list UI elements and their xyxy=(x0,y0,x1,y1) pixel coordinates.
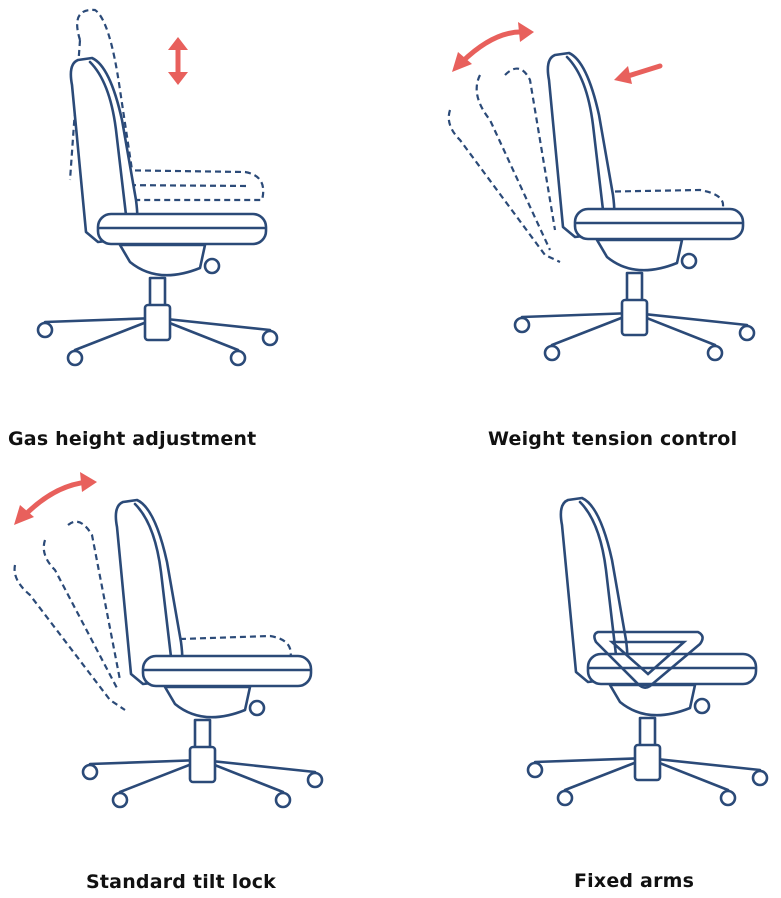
chair-gas-height xyxy=(36,8,279,367)
feature-label-gas-height: Gas height adjustment xyxy=(8,428,257,450)
feature-label-weight-tension: Weight tension control xyxy=(488,428,738,450)
up-down-arrow-icon xyxy=(168,37,188,85)
chair-fixed-arms xyxy=(526,496,769,807)
push-arrow-icon xyxy=(614,63,663,84)
fixed-arm xyxy=(593,630,704,689)
chair-tilt-lock xyxy=(13,472,324,809)
feature-label-fixed-arms: Fixed arms xyxy=(574,870,695,892)
curved-arrow-icon xyxy=(452,22,534,72)
feature-label-tilt-lock: Standard tilt lock xyxy=(86,871,276,893)
chair-weight-tension xyxy=(447,22,756,362)
curved-arrow-icon xyxy=(14,472,97,525)
